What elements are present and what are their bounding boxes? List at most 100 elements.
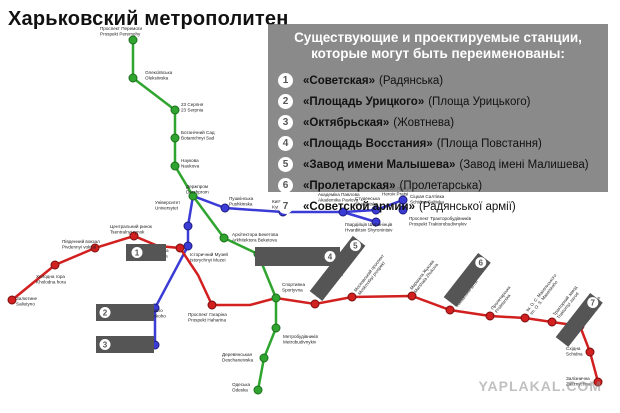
station-red-11[interactable] (485, 311, 495, 321)
station-green-5[interactable] (170, 161, 180, 171)
label-red-9: Маршала ЖуковаMarshala Zhukova (409, 259, 440, 294)
map-title: Харьковский метрополитен (8, 8, 289, 30)
station-red-5[interactable] (175, 243, 185, 253)
badges: 1 2 3 4 5 6 7 (96, 235, 603, 353)
badge-4[interactable]: 4 (255, 247, 340, 266)
station-blue-6[interactable] (371, 205, 381, 215)
legend-station-ua: (Радянської армії) (418, 200, 516, 213)
station-green-4[interactable] (170, 133, 180, 143)
station-red-10[interactable] (445, 305, 455, 315)
legend-number-badge: 3 (278, 115, 293, 130)
legend-station-name: «Советской армии» (303, 200, 415, 213)
legend-station-ua: (Площа Урицького) (428, 95, 531, 108)
legend-station-name: «Советская» (303, 74, 376, 87)
label-red-11: ПролетарськаProletarska (490, 285, 516, 314)
green-line (131, 40, 278, 391)
badge-6-num: 6 (479, 259, 484, 268)
station-red-16[interactable] (593, 377, 603, 387)
station-red-4[interactable] (129, 231, 139, 241)
legend-item-6: 6 «Пролетарская» (Пролетарська) (278, 175, 598, 196)
badge-5-num: 5 (353, 242, 358, 251)
legend-panel: Существующие и проектируемые станции, ко… (268, 24, 608, 214)
station-blue-9[interactable] (183, 241, 193, 251)
legend-number-badge: 6 (278, 178, 293, 193)
legend-station-name: «Пролетарская» (303, 179, 396, 192)
station-red-15[interactable] (585, 347, 595, 357)
legend-station-name: «Завод имени Малышева» (303, 158, 456, 171)
station-blue-4[interactable] (338, 207, 348, 217)
station-blue-7[interactable] (398, 205, 408, 215)
station-green-7[interactable] (219, 233, 229, 243)
legend-number-badge: 4 (278, 136, 293, 151)
station-green-9[interactable] (271, 293, 281, 303)
station-blue-8[interactable] (398, 195, 408, 205)
badge-2[interactable]: 2 (96, 304, 154, 321)
legend-item-7: 7 «Советской армии» (Радянської армії) (278, 196, 598, 217)
station-green-2[interactable] (128, 73, 138, 83)
badge-2-num: 2 (103, 309, 108, 318)
badge-3-num: 3 (103, 341, 108, 350)
station-blue-1[interactable] (183, 221, 193, 231)
red-stations (7, 231, 603, 387)
legend-station-name: «Площадь Урицкого» (303, 95, 425, 108)
station-green-6[interactable] (188, 191, 198, 201)
station-red-9[interactable] (407, 291, 417, 301)
station-green-12[interactable] (253, 385, 263, 395)
badge-4-num: 4 (328, 253, 333, 262)
legend-number-badge: 7 (278, 199, 293, 214)
badge-5[interactable]: 5 (309, 235, 366, 301)
legend-station-name: «Октябрьская» (303, 116, 390, 129)
legend-title: Существующие и проектируемые станции, ко… (294, 30, 582, 61)
station-green-1[interactable] (128, 35, 138, 45)
station-blue-5[interactable] (371, 217, 381, 227)
badge-6[interactable]: 6 (443, 252, 491, 307)
station-red-3[interactable] (90, 243, 100, 253)
legend-item-4: 4 «Площадь Восстания» (Площа Повстання) (278, 133, 598, 154)
legend-station-ua: (Жовтнева) (393, 116, 455, 129)
station-green-11[interactable] (259, 353, 269, 363)
legend-number-badge: 2 (278, 94, 293, 109)
badge-7[interactable]: 7 (555, 292, 603, 347)
badge-3[interactable]: 3 (96, 336, 154, 353)
legend-station-ua: (Завод імені Малишева) (459, 158, 589, 171)
legend-station-name: «Площадь Восстания» (303, 137, 433, 150)
station-red-13[interactable] (547, 317, 557, 327)
label-red-8: Московський проспектMoskovskyi prospekt (353, 253, 389, 295)
legend-number-badge: 5 (278, 157, 293, 172)
station-green-10[interactable] (271, 323, 281, 333)
badge-1[interactable]: 1 (126, 244, 166, 261)
station-red-6[interactable] (207, 300, 217, 310)
station-red-7[interactable] (310, 299, 320, 309)
station-red-8[interactable] (347, 292, 357, 302)
station-red-1[interactable] (7, 295, 17, 305)
station-blue-2[interactable] (220, 203, 230, 213)
station-red-12[interactable] (520, 313, 530, 323)
station-green-3[interactable] (170, 105, 180, 115)
legend-number-badge: 1 (278, 73, 293, 88)
badge-7-num: 7 (591, 299, 596, 308)
blue-stations (150, 195, 408, 350)
station-red-2[interactable] (50, 260, 60, 270)
